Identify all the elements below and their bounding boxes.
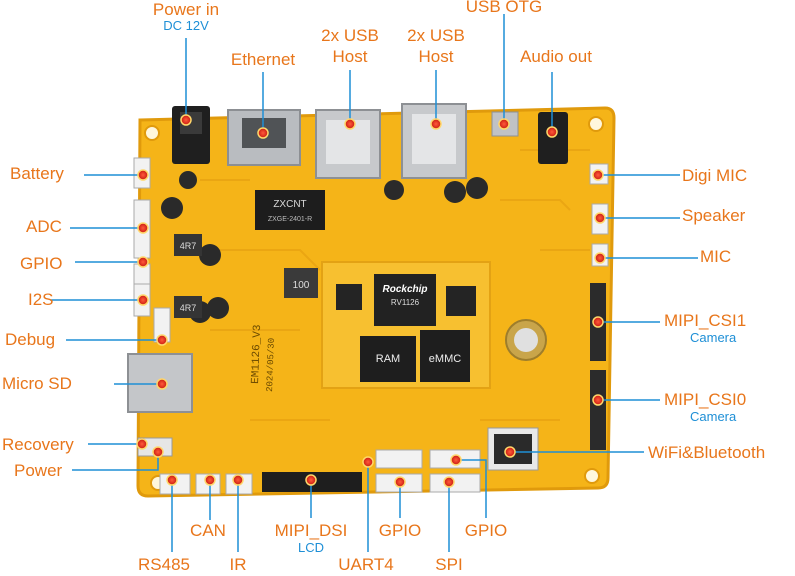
spi-header [429, 473, 481, 493]
label-mipi-csi1-sub: Camera [690, 330, 737, 345]
eth-chip-sub-label: ZXGE-2401-R [268, 216, 312, 223]
label-wifi-bt: WiFi&Bluetooth [648, 443, 766, 462]
emmc-chip [420, 330, 470, 382]
label-uart4: UART4 [338, 555, 394, 574]
chip-model-label: RV1126 [391, 298, 420, 307]
ethernet-chip [255, 190, 325, 230]
label-micro-sd: Micro SD [2, 374, 72, 393]
label-mipi-csi0: MIPI_CSI0 [664, 390, 747, 409]
label-digi-mic: Digi MIC [682, 166, 748, 185]
inductor-1-label: 4R7 [180, 241, 197, 251]
label-usb-host-2-line1: 2x USB [407, 26, 465, 45]
chip-brand-label: Rockchip [382, 284, 427, 295]
label-battery: Battery [10, 164, 64, 183]
label-power: Power [14, 461, 63, 480]
ram-chip [360, 336, 416, 382]
label-rs485: RS485 [138, 555, 190, 574]
label-usb-host-1-line1: 2x USB [321, 26, 379, 45]
csi0-fpc [590, 370, 606, 450]
capacitors [161, 171, 488, 323]
label-power-in-sub: DC 12V [163, 18, 209, 33]
label-speaker: Speaker [682, 206, 746, 225]
label-power-in: Power in [152, 0, 220, 19]
emmc-label: eMMC [429, 353, 461, 365]
pcb-traces [200, 149, 590, 421]
label-usb-otg: USB OTG [465, 0, 543, 16]
label-mic: MIC [700, 247, 732, 266]
label-spi: SPI [435, 555, 463, 574]
inductor-2 [174, 296, 202, 318]
label-adc: ADC [26, 217, 62, 236]
label-debug: Debug [5, 330, 56, 349]
label-mipi-csi1: MIPI_CSI1 [664, 311, 747, 330]
label-can: CAN [190, 521, 226, 540]
label-i2s: I2S [28, 290, 54, 309]
leader-lines [50, 14, 698, 552]
inductor-2-label: 4R7 [180, 303, 197, 313]
pmic-chip [336, 284, 362, 310]
label-gpio-bottom-1: GPIO [378, 521, 422, 540]
inductor-label: 100 [293, 280, 310, 291]
label-gpio-bottom-2: GPIO [464, 521, 508, 540]
audio-jack [538, 112, 568, 164]
ram-label: RAM [376, 353, 400, 365]
label-mipi-dsi: MIPI_DSI [274, 521, 348, 540]
module-chip [446, 286, 476, 316]
label-usb-host-1-line2: Host [332, 47, 368, 66]
markers [136, 114, 606, 488]
power-inductor [284, 268, 318, 298]
label-mipi-dsi-sub: LCD [297, 540, 325, 555]
rv1126-soc [374, 274, 436, 326]
uart4-header [375, 449, 423, 469]
label-ethernet: Ethernet [230, 50, 296, 69]
label-ir: IR [229, 555, 247, 574]
silk-model: EM1126_V3 [250, 324, 264, 384]
label-audio-out: Audio out [520, 47, 592, 66]
label-recovery: Recovery [2, 435, 74, 454]
eth-chip-label: ZXCNT [273, 199, 306, 210]
silk-date: 2024/05/30 [265, 338, 277, 392]
label-usb-host-2-line2: Host [418, 47, 454, 66]
inductor-1 [174, 234, 202, 256]
label-mipi-csi0-sub: Camera [690, 409, 737, 424]
label-gpio-left: GPIO [20, 254, 63, 273]
